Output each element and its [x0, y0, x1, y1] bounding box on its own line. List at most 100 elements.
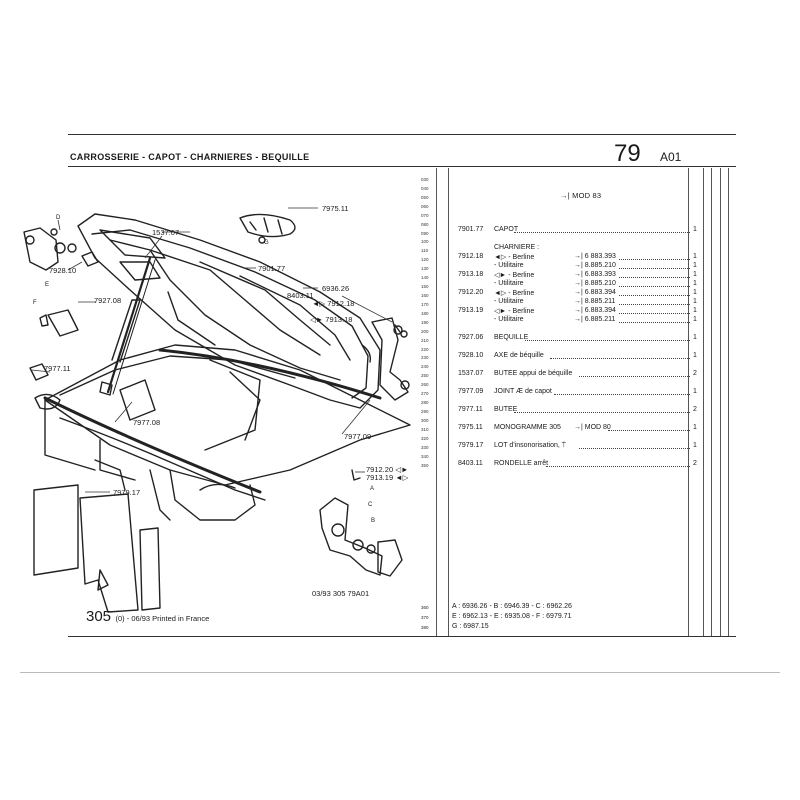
part-quantity: 1	[693, 271, 697, 278]
divider-qty-b	[711, 168, 712, 636]
part-quantity: 1	[693, 226, 697, 233]
part-description: BUTEE appui de béquille	[494, 370, 573, 377]
part-ref: 7913.18	[458, 271, 484, 278]
part-quantity: 1	[693, 334, 697, 341]
footer-model-number: 305	[86, 608, 112, 625]
arrow-right-icon: ◁►	[395, 465, 409, 474]
part-description: BUTEE	[494, 406, 518, 413]
part-quantity: 1	[693, 253, 697, 260]
legend-line: G : 6987.15	[452, 623, 489, 630]
part-description: AXE de béquille	[494, 352, 544, 359]
ruler-number: 310	[421, 426, 429, 432]
hardware-legend: A : 6936.26 - B : 6946.39 - C : 6962.26 …	[452, 602, 572, 632]
part-ref: 7901.77	[458, 226, 484, 233]
ruler-number: 360	[421, 605, 429, 610]
part-quantity: 1	[693, 298, 697, 305]
part-ref: 7912.18	[458, 253, 484, 260]
dot-leader	[553, 394, 690, 395]
dot-leader	[619, 313, 690, 314]
part-quantity: 2	[693, 406, 697, 413]
footer-code: 03/93 305 79A01	[312, 589, 370, 598]
dot-leader	[550, 358, 690, 359]
ruler-number: 180	[421, 310, 429, 316]
parts-row: CHARNIERE :	[456, 244, 702, 253]
ruler-number: 280	[421, 400, 429, 406]
legend-line: E : 6962.13 - E : 6935.08 - F : 6979.71	[452, 613, 572, 620]
part-quantity: 1	[693, 424, 697, 431]
letter-g: G	[264, 240, 269, 246]
callout-7927-08: 7927.08	[94, 296, 122, 305]
part-quantity: 1	[693, 442, 697, 449]
ruler-number: 120	[421, 257, 429, 263]
part-supersession: →| 8.885.211	[574, 298, 616, 305]
ruler-number: 160	[421, 292, 429, 298]
callout-7979-17: 7979.17	[113, 488, 141, 497]
ruler-number: 080	[421, 221, 429, 227]
ruler-number: 050	[421, 194, 429, 200]
part-description: - Utilitaire	[494, 316, 524, 323]
legend-line: A : 6936.26 - B : 6946.39 - C : 6962.26	[452, 603, 572, 610]
part-quantity: 1	[693, 316, 697, 323]
ruler-number: 350	[421, 462, 429, 468]
arrow-bar-icon: →|	[560, 191, 570, 200]
part-description: RONDELLE arrêt	[494, 460, 549, 467]
part-description: CAPOT	[494, 226, 519, 233]
footer-model-suffix: (0) - 06/93 Printed in France	[115, 614, 210, 623]
dot-leader	[578, 376, 690, 377]
footer-rule	[68, 636, 736, 637]
callout-1537-07: 1537.07	[152, 228, 180, 237]
letter-b: B	[371, 518, 376, 524]
ruler-number: 210	[421, 337, 429, 343]
callout-7975-11: 7975.11	[322, 204, 349, 213]
ruler-number: 200	[421, 328, 429, 334]
ruler-number: 260	[421, 382, 429, 388]
ruler-number: 290	[421, 408, 429, 414]
ruler-number: 190	[421, 319, 429, 325]
letter-c: C	[368, 502, 373, 508]
callout-8403-11: 8403.11	[287, 291, 314, 300]
ruler-number: 060	[421, 203, 429, 209]
part-description: LOT d'insonorisation, ⍡	[494, 442, 566, 449]
mod-filter: →| MOD 83	[560, 191, 601, 200]
part-ref: 1537.07	[458, 370, 484, 377]
page-number: 79	[614, 140, 641, 167]
dot-leader	[619, 286, 690, 287]
ruler-number: 030	[421, 177, 429, 182]
callout-7977-11: 7977.11	[44, 364, 71, 373]
part-ref: 7979.17	[458, 442, 484, 449]
part-description: JOINT Æ de capot	[494, 388, 552, 395]
part-description: ◁► - Berline	[494, 308, 535, 315]
dot-leader	[524, 340, 690, 341]
part-description: - Utilitaire	[494, 280, 524, 287]
part-quantity: 2	[693, 460, 697, 467]
part-ref: 7912.20	[458, 289, 484, 296]
arrow-left-icon: ◄▷	[312, 299, 326, 308]
ruler-number: 240	[421, 364, 429, 370]
divider-list	[448, 168, 449, 636]
ruler-number: 270	[421, 391, 429, 397]
part-quantity: 1	[693, 388, 697, 395]
callout-7913-19: 7913.19 ◄▷	[366, 473, 408, 482]
divider-qty-a	[703, 168, 704, 636]
part-ref: 7927.06	[458, 334, 484, 341]
ruler-number: 300	[421, 417, 429, 423]
part-supersession: →| 8.885.210	[574, 262, 616, 269]
callout-7977-09: 7977.09	[344, 432, 372, 441]
dot-leader	[546, 466, 690, 467]
part-quantity: 1	[693, 289, 697, 296]
ruler-number: 320	[421, 435, 429, 441]
callout-7912-18: ◄▷ 7912.18	[312, 299, 354, 308]
ruler-number: 250	[421, 373, 429, 379]
dot-leader	[619, 304, 690, 305]
